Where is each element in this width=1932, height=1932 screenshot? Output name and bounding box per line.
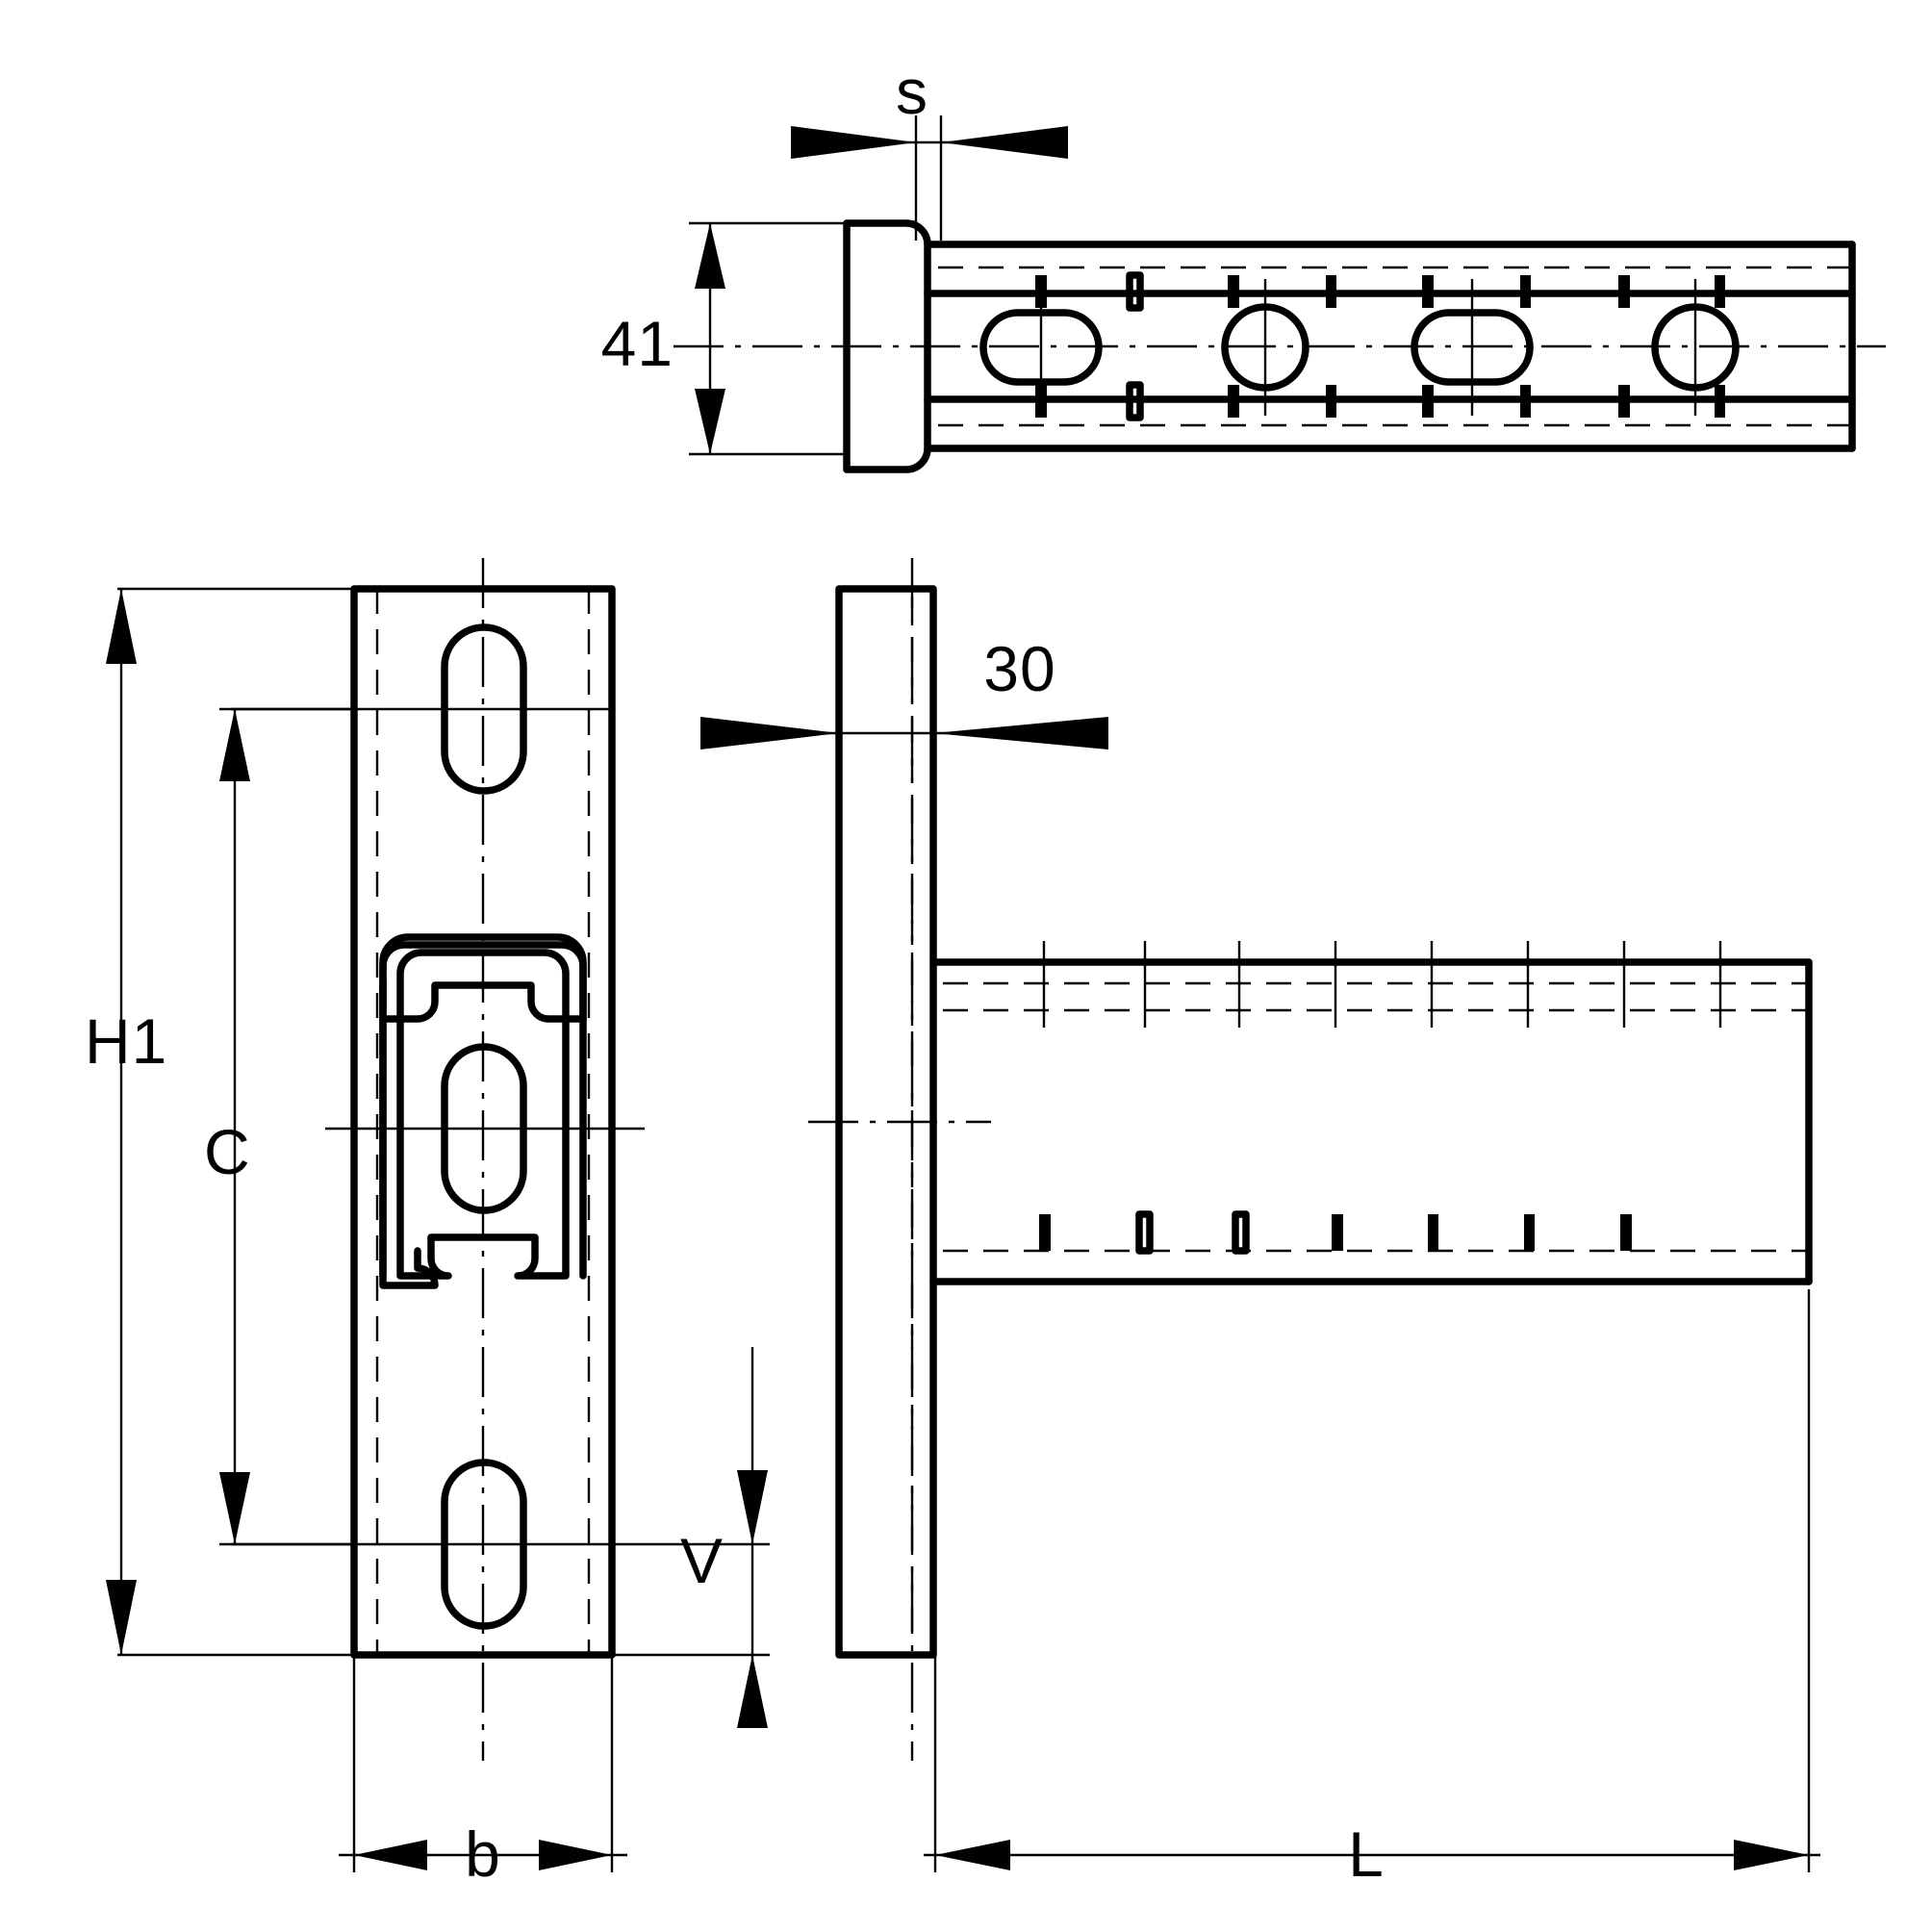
side-view-arm-top-marks bbox=[1042, 941, 1722, 1028]
channel-hidden-edges bbox=[938, 266, 1852, 427]
dimension-b: b bbox=[339, 1655, 627, 1890]
front-view-slot-center bbox=[325, 1043, 645, 1214]
dimension-30: 30 bbox=[700, 633, 1108, 750]
side-view-arm bbox=[929, 958, 1813, 1285]
dimension-label-H1: H1 bbox=[85, 1005, 167, 1077]
dimension-label-C: C bbox=[204, 1116, 251, 1187]
dimension-label-41: 41 bbox=[601, 308, 674, 379]
top-view: s 41 bbox=[601, 56, 1886, 473]
channel-body-outline bbox=[924, 241, 1856, 452]
dimension-C: C bbox=[204, 707, 354, 1546]
side-view-arm-hidden-lines bbox=[943, 981, 1809, 1253]
dimension-label-V: V bbox=[680, 1525, 724, 1596]
top-view-hole-centerlines bbox=[1039, 279, 1697, 416]
dimension-label-L: L bbox=[1348, 1818, 1385, 1890]
side-view-arm-slot-marks bbox=[1039, 1210, 1632, 1255]
front-view-channel-profile bbox=[379, 933, 587, 1280]
dimension-s: s bbox=[791, 56, 1068, 241]
side-view: 30 bbox=[700, 558, 1820, 1890]
dimension-label-30: 30 bbox=[983, 633, 1055, 704]
front-view: H1 C V bbox=[85, 558, 770, 1890]
dimension-V: V bbox=[612, 1347, 770, 1728]
dimension-41: 41 bbox=[601, 221, 847, 456]
dimension-H1: H1 bbox=[85, 587, 354, 1657]
top-view-upper-slot-marks bbox=[1035, 271, 1725, 312]
top-view-lower-slot-marks bbox=[1035, 381, 1725, 421]
dimension-label-s: s bbox=[896, 56, 928, 127]
dimension-label-b: b bbox=[465, 1818, 501, 1890]
dimension-L: L bbox=[924, 1289, 1820, 1890]
